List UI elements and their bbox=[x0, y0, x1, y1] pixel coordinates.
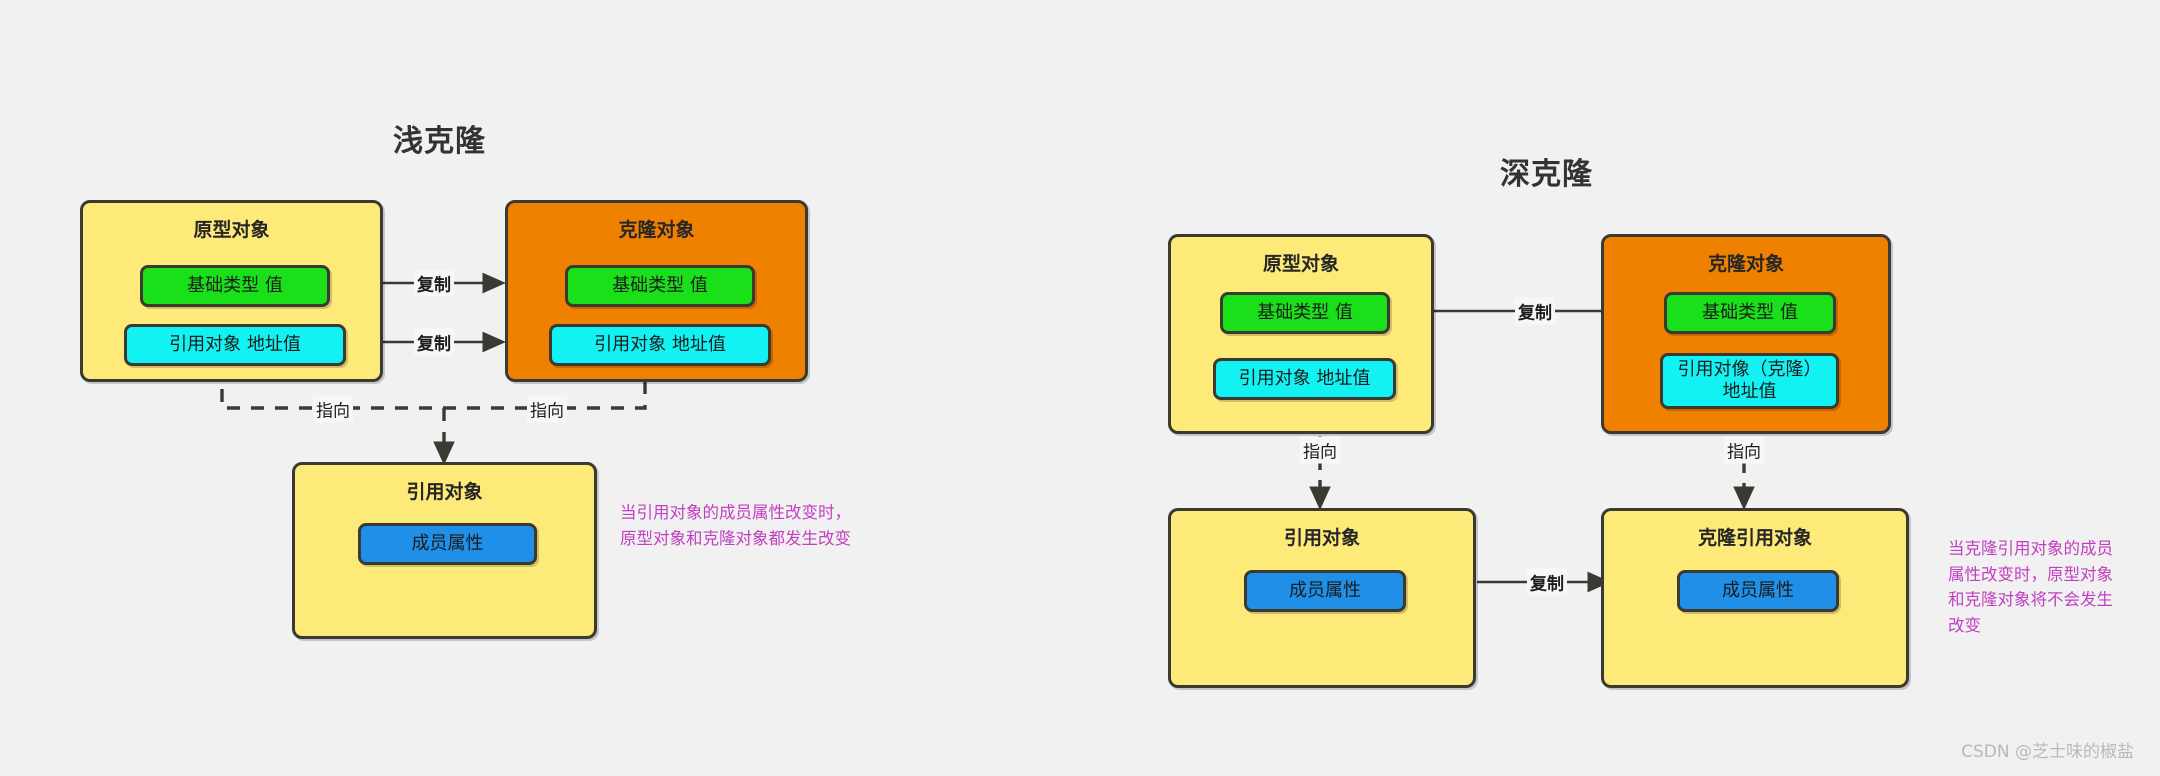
deep-prototype-primitive-chip: 基础类型 值 bbox=[1220, 292, 1390, 334]
deep-prototype-reference-chip: 引用对象 地址值 bbox=[1213, 358, 1396, 400]
shallow-referenced-object-title: 引用对象 bbox=[406, 481, 483, 503]
shallow-clone-primitive-chip: 基础类型 值 bbox=[565, 265, 755, 307]
shallow-clone-object-title: 克隆对象 bbox=[618, 219, 695, 241]
deep-referenced-member-chip: 成员属性 bbox=[1244, 570, 1406, 612]
shallow-prototype-primitive-chip: 基础类型 值 bbox=[140, 265, 330, 307]
deep-referenced-object-title: 引用对象 bbox=[1283, 527, 1360, 549]
shallow-clone-note: 当引用对象的成员属性改变时， 原型对象和克隆对象都发生改变 bbox=[620, 503, 851, 548]
csdn-watermark: CSDN @芝士味的椒盐 bbox=[1961, 742, 2134, 762]
deep-cloned-referenced-object-box: 克隆引用对象 成员属性 bbox=[1601, 508, 1909, 688]
deep-cloned-referenced-member-chip: 成员属性 bbox=[1677, 570, 1839, 612]
deep-clone-section-title: 深克隆 bbox=[1500, 157, 1593, 192]
shallow-copy-primitive-label: 复制 bbox=[414, 269, 454, 297]
deep-referenced-object-box: 引用对象 成员属性 bbox=[1168, 508, 1476, 688]
deep-clone-reference-chip: 引用对像（克隆） 地址值 bbox=[1660, 353, 1839, 409]
deep-clone-object-title: 克隆对象 bbox=[1707, 253, 1784, 275]
shallow-clone-reference-chip: 引用对象 地址值 bbox=[549, 324, 771, 366]
deep-clone-reference-chip-line2: 地址值 bbox=[1722, 381, 1777, 402]
shallow-prototype-object-title: 原型对象 bbox=[193, 219, 270, 241]
deep-clone-note: 当克隆引用对象的成员 属性改变时，原型对象 和克隆对象将不会发生 改变 bbox=[1948, 539, 2113, 635]
shallow-points-to-right-label: 指向 bbox=[527, 395, 567, 423]
shallow-prototype-reference-chip: 引用对象 地址值 bbox=[124, 324, 346, 366]
deep-copy-primitive-label: 复制 bbox=[1515, 297, 1555, 325]
deep-copy-member-label: 复制 bbox=[1527, 568, 1567, 596]
shallow-clone-object-box: 克隆对象 基础类型 值 引用对象 地址值 bbox=[505, 200, 808, 382]
shallow-referenced-object-box: 引用对象 成员属性 bbox=[292, 462, 597, 639]
deep-prototype-object-box: 原型对象 基础类型 值 引用对象 地址值 bbox=[1168, 234, 1434, 434]
shallow-copy-reference-label: 复制 bbox=[414, 328, 454, 356]
shallow-points-to-left-label: 指向 bbox=[313, 395, 353, 423]
deep-clone-primitive-chip: 基础类型 值 bbox=[1664, 292, 1836, 334]
deep-clone-reference-chip-line1: 引用对像（克隆） bbox=[1677, 358, 1822, 380]
deep-clone-object-box: 克隆对象 基础类型 值 引用对像（克隆） 地址值 bbox=[1601, 234, 1891, 434]
shallow-clone-section-title: 浅克隆 bbox=[393, 124, 486, 159]
shallow-referenced-member-chip: 成员属性 bbox=[358, 523, 537, 565]
deep-points-to-right-label: 指向 bbox=[1724, 436, 1764, 464]
deep-cloned-referenced-object-title: 克隆引用对象 bbox=[1697, 527, 1812, 549]
deep-prototype-object-title: 原型对象 bbox=[1262, 253, 1339, 275]
shallow-prototype-object-box: 原型对象 基础类型 值 引用对象 地址值 bbox=[80, 200, 383, 382]
deep-points-to-left-label: 指向 bbox=[1300, 436, 1340, 464]
